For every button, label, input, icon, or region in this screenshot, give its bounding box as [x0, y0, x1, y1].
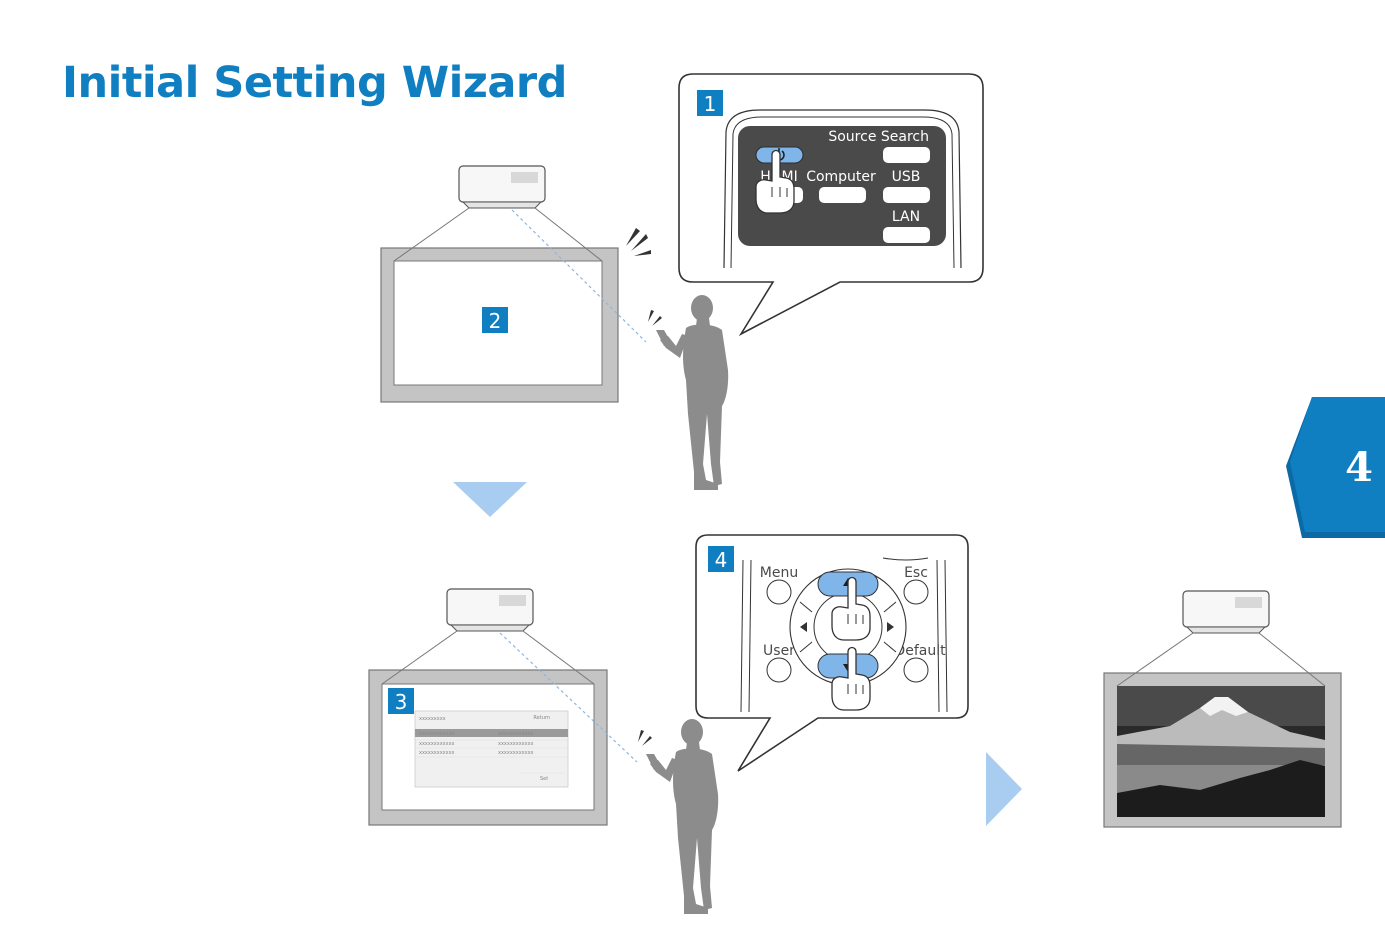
user-button[interactable]: [766, 657, 792, 683]
step-3-number: 3: [395, 690, 408, 714]
step-4-number: 4: [715, 548, 728, 572]
signal-icon: [648, 310, 662, 326]
menu-panel: xxxxxxxxx Return xxxxxxxxxxxx xxxxxxxxxx…: [414, 710, 569, 788]
menu-row-3-col-2: xxxxxxxxxxxx: [498, 750, 534, 756]
arrow-right-icon[interactable]: [887, 622, 894, 632]
step-1-badge: 1: [697, 90, 723, 116]
callout-1: [678, 73, 984, 337]
user-label: User: [763, 643, 795, 659]
source-search-button[interactable]: [883, 147, 930, 163]
arrow-left-icon[interactable]: [800, 622, 807, 632]
projector-bottom-left: [446, 588, 534, 632]
menu-row-2-col-2: xxxxxxxxxxxx: [498, 741, 534, 747]
usb-button[interactable]: [883, 187, 930, 203]
menu-footer: Set: [540, 776, 548, 782]
chapter-number: 4: [1345, 444, 1373, 491]
menu-row-1-col-1: xxxxxxxxxxxx: [419, 731, 455, 737]
page-title: Initial Setting Wizard: [62, 58, 567, 108]
menu-label: Menu: [760, 565, 798, 581]
flow-arrow-right-icon: [986, 752, 1022, 826]
lan-button[interactable]: [883, 227, 930, 243]
flow-arrow-down-icon: [453, 482, 527, 517]
computer-button[interactable]: [819, 187, 866, 203]
person-figure-bottom: [646, 719, 719, 914]
screen-top: [380, 207, 647, 403]
step-4-badge: 4: [708, 546, 734, 572]
sound-icon: [626, 228, 651, 256]
mountain-photo: [1117, 686, 1325, 817]
menu-header-left: xxxxxxxxx: [419, 716, 446, 722]
source-search-label: Source Search: [828, 129, 929, 145]
projector-top: [458, 165, 546, 209]
menu-row-highlight: [415, 729, 568, 737]
menu-row-3-col-1: xxxxxxxxxxxx: [419, 750, 455, 756]
menu-row-1-col-2: xxxxxxxxxxxx: [498, 731, 534, 737]
esc-button[interactable]: [903, 579, 929, 605]
menu-row-2-col-1: xxxxxxxxxxxx: [419, 741, 455, 747]
default-label: Default: [894, 643, 946, 659]
default-button[interactable]: [903, 657, 929, 683]
usb-label: USB: [892, 169, 921, 185]
person-figure-top: [656, 295, 729, 490]
menu-header-right: Return: [533, 715, 550, 721]
signal-icon-bottom: [638, 730, 652, 746]
menu-button[interactable]: [766, 579, 792, 605]
chapter-tab[interactable]: 4: [1286, 397, 1385, 538]
step-2-badge: 2: [482, 307, 508, 333]
lan-label: LAN: [892, 209, 920, 225]
step-2-number: 2: [489, 309, 502, 333]
esc-label: Esc: [904, 565, 928, 581]
step-1-number: 1: [704, 92, 717, 116]
computer-label: Computer: [806, 169, 876, 185]
step-3-badge: 3: [388, 688, 414, 714]
projector-right: [1182, 590, 1270, 634]
